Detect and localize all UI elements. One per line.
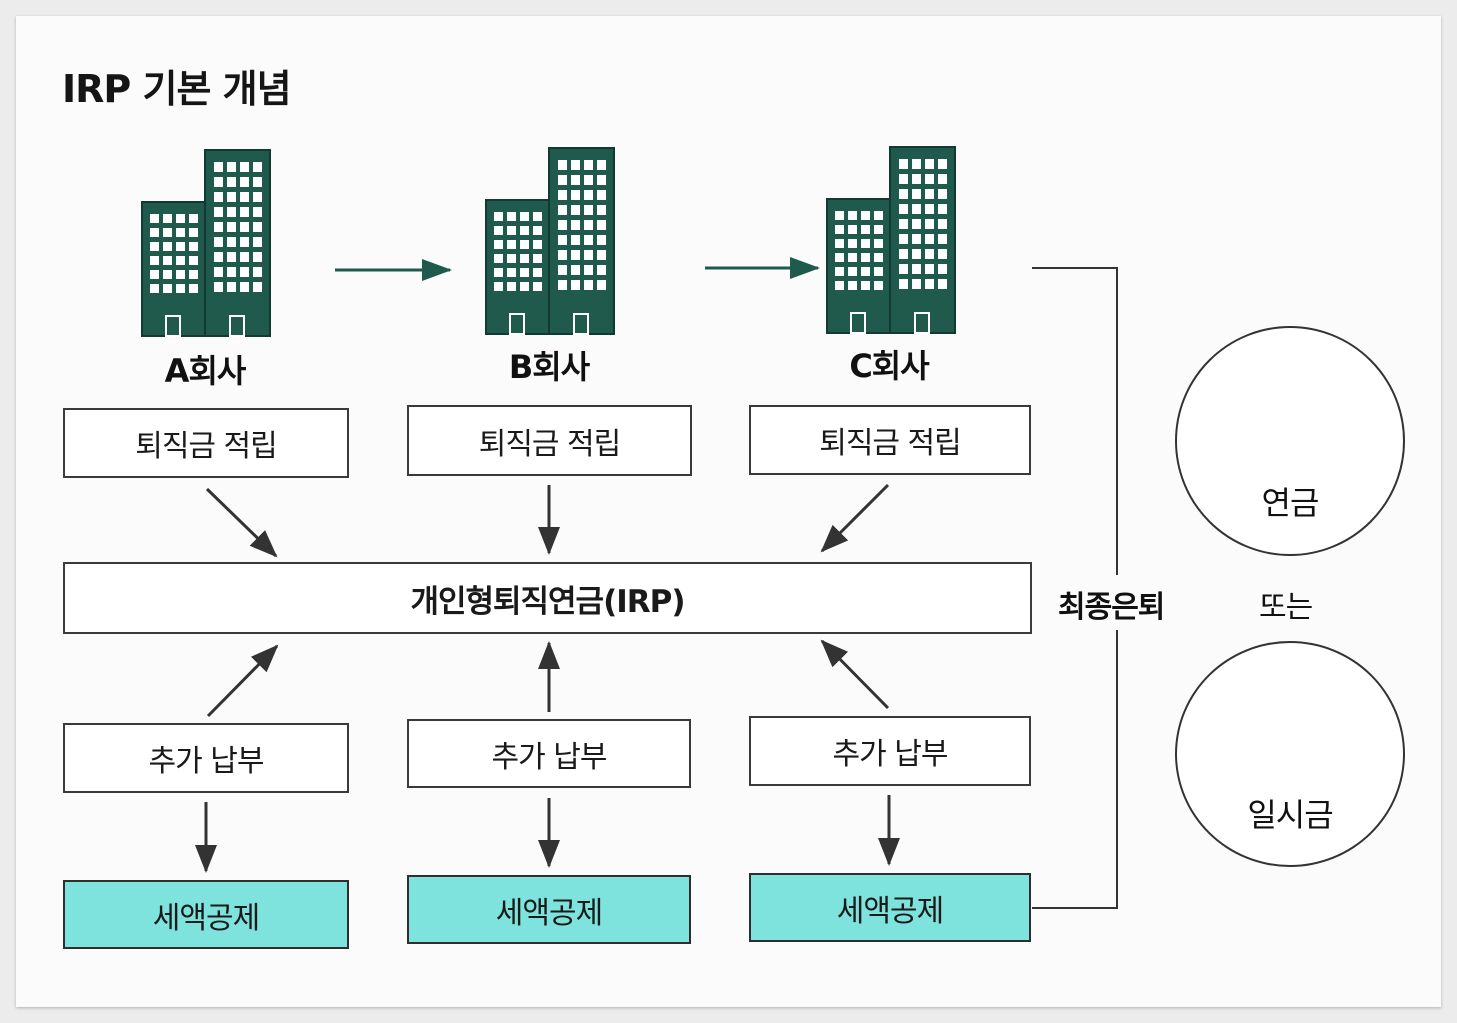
tax-credit-box-a: 세액공제 bbox=[63, 880, 349, 949]
accumulate-box-a: 퇴직금 적립 bbox=[63, 408, 349, 478]
pension-circle bbox=[1175, 326, 1405, 556]
building-icon bbox=[826, 146, 956, 334]
accumulate-box-b: 퇴직금 적립 bbox=[407, 405, 692, 476]
lump-sum-circle bbox=[1175, 641, 1405, 867]
final-retirement-bracket-top bbox=[1032, 267, 1118, 575]
accumulate-label: 퇴직금 적립 bbox=[135, 429, 278, 464]
diagram-title: IRP 기본 개념 bbox=[62, 67, 292, 111]
pension-label: 연금 bbox=[1261, 484, 1320, 522]
accumulate-label: 퇴직금 적립 bbox=[819, 426, 962, 461]
tax-credit-box-c: 세액공제 bbox=[749, 873, 1031, 942]
tax-credit-label: 세액공제 bbox=[152, 900, 260, 936]
additional-label: 추가 납부 bbox=[148, 744, 265, 779]
or-label: 또는 bbox=[1259, 590, 1313, 625]
accumulate-box-c: 퇴직금 적립 bbox=[749, 405, 1031, 475]
arrow-c-additional-to-irp bbox=[820, 639, 890, 710]
lump-sum-label: 일시금 bbox=[1247, 796, 1333, 834]
company-c-label: C회사 bbox=[849, 347, 929, 385]
final-retirement-label: 최종은퇴 bbox=[1058, 590, 1165, 625]
irp-label: 개인형퇴직연금(IRP) bbox=[410, 583, 685, 620]
buildings-group bbox=[141, 146, 956, 337]
company-b-label: B회사 bbox=[508, 348, 590, 386]
additional-box-a: 추가 납부 bbox=[63, 723, 349, 793]
building-icon bbox=[485, 147, 615, 335]
tax-credit-label: 세액공제 bbox=[495, 895, 603, 931]
arrow-a-accumulate-to-irp bbox=[205, 487, 278, 558]
tax-credit-box-b: 세액공제 bbox=[407, 875, 691, 944]
additional-box-c: 추가 납부 bbox=[749, 716, 1031, 786]
arrow-a-additional-to-irp bbox=[206, 644, 279, 718]
additional-label: 추가 납부 bbox=[832, 737, 949, 772]
tax-credit-label: 세액공제 bbox=[836, 893, 944, 929]
additional-label: 추가 납부 bbox=[491, 739, 608, 775]
building-icon bbox=[141, 149, 271, 337]
final-retirement-bracket-bottom bbox=[1032, 630, 1118, 909]
additional-box-b: 추가 납부 bbox=[407, 719, 691, 788]
arrow-c-accumulate-to-irp bbox=[820, 483, 890, 553]
company-a-label: A회사 bbox=[164, 352, 247, 390]
accumulate-label: 퇴직금 적립 bbox=[478, 426, 622, 462]
irp-box: 개인형퇴직연금(IRP) bbox=[63, 562, 1032, 634]
